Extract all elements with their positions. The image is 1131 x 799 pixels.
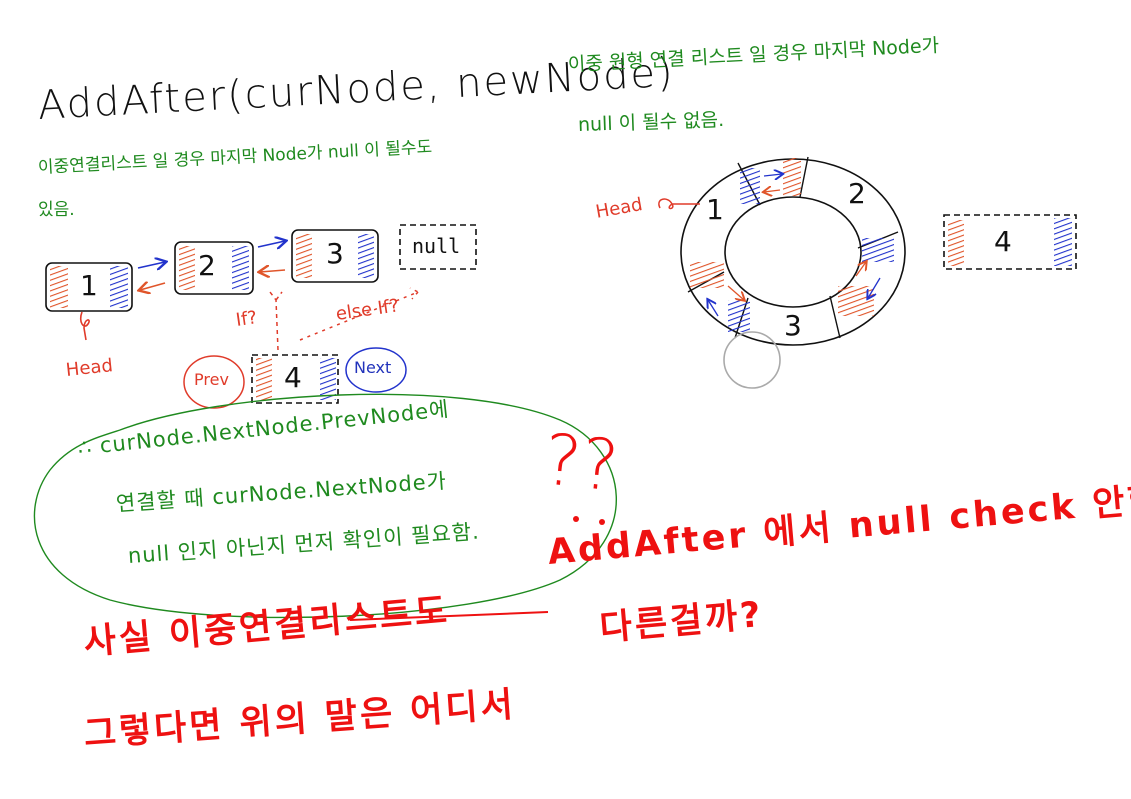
cursor-circle bbox=[723, 331, 781, 389]
circular-new-node-4-label: 4 bbox=[994, 225, 1012, 258]
linear-node-3-label: 3 bbox=[326, 237, 344, 270]
circular-new-node-4 bbox=[943, 214, 1077, 270]
head-pointer-left bbox=[79, 311, 90, 341]
prev-arrow-2-1 bbox=[140, 283, 166, 290]
linear-node-3 bbox=[291, 229, 379, 283]
underline-bottom bbox=[349, 611, 549, 621]
next-label: Next bbox=[354, 358, 392, 377]
note-circular-line2: null 이 될수 없음. bbox=[577, 108, 725, 136]
else-if-dashed-arrow bbox=[299, 287, 420, 341]
head-label-left: Head bbox=[64, 355, 114, 381]
prev-label: Prev bbox=[194, 370, 229, 389]
null-label: null bbox=[412, 234, 461, 258]
next-arrow-1-2 bbox=[137, 262, 165, 268]
circular-node-1-label: 1 bbox=[706, 193, 724, 226]
new-node-4 bbox=[251, 354, 339, 404]
circular-list-ring bbox=[680, 156, 906, 346]
head-pointer-circular bbox=[658, 198, 700, 210]
q-dot-1 bbox=[573, 516, 579, 522]
next-circle bbox=[345, 347, 407, 393]
circular-node-2-label: 2 bbox=[848, 177, 866, 210]
note-bubble bbox=[33, 393, 617, 619]
linear-node-1-label: 1 bbox=[80, 269, 98, 302]
prev-arrow-3-2 bbox=[260, 270, 286, 272]
if-label: If? bbox=[234, 307, 259, 331]
circular-node-3-label: 3 bbox=[784, 309, 802, 342]
if-dashed-arrow bbox=[269, 291, 283, 351]
new-node-4-label: 4 bbox=[284, 361, 302, 394]
linear-node-1 bbox=[45, 262, 133, 312]
q-dot-2 bbox=[599, 519, 605, 525]
note-doubly-line2: 있음. bbox=[38, 200, 75, 220]
question-marks: ?? bbox=[539, 418, 623, 508]
prev-circle bbox=[183, 355, 245, 409]
linear-node-2 bbox=[174, 241, 254, 295]
linear-node-2-label: 2 bbox=[198, 249, 216, 282]
next-arrow-2-3 bbox=[257, 241, 285, 247]
